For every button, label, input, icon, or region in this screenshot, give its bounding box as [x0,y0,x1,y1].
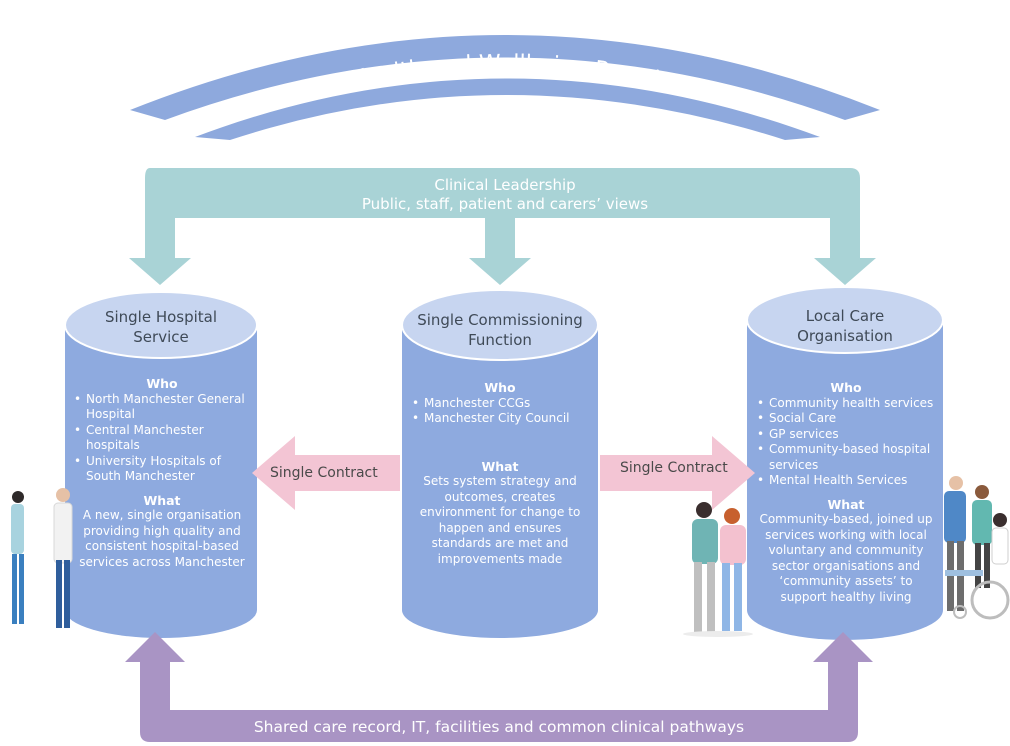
left-contract-label: Single Contract [270,465,378,481]
left-contract-arrow [252,436,400,510]
commissioning-content: Who Manchester CCGs Manchester City Coun… [410,380,590,567]
commissioning-what-text: Sets system strategy and outcomes, creat… [419,474,581,566]
people-left-illustration [11,488,73,628]
commissioning-title-line1: Single Commissioning [417,311,583,329]
list-item: North Manchester General Hospital [74,392,252,423]
list-item: Mental Health Services [757,473,937,489]
hospital-who-list: North Manchester General Hospital Centra… [72,392,252,485]
partnership-arc [130,35,880,120]
list-item: University Hospitals of South Manchester [74,454,252,485]
local-care-title: Local Care Organisation [765,306,925,346]
people-middle-illustration [683,502,753,637]
list-item: Manchester CCGs [412,396,590,412]
right-contract-label: Single Contract [620,460,728,476]
hospital-who-heading: Who [146,376,178,391]
local-care-what-text: Community-based, joined up services work… [759,512,933,604]
list-item: Community health services [757,396,937,412]
hospital-title-line2: Service [133,328,189,346]
local-care-content: Who Community health services Social Car… [755,380,937,605]
leadership-arrow [129,168,876,285]
shared-care-arrow [125,632,873,742]
leadership-line2: Public, staff, patient and carers’ views [361,195,649,213]
hospital-title-line1: Single Hospital [104,308,218,326]
local-care-title-line2: Organisation [797,327,893,345]
list-item: Central Manchester hospitals [74,423,252,454]
hospital-what-text: A new, single organisation providing hig… [79,508,245,569]
local-care-who-list: Community health services Social Care GP… [755,396,937,489]
list-item: Community-based hospital services [757,442,937,473]
list-item: GP services [757,427,937,443]
local-care-title-line1: Local Care [805,307,885,325]
hospital-what-heading: What [143,492,181,508]
local-care-who-heading: Who [830,380,862,395]
shared-care-label: Shared care record, IT, facilities and c… [253,718,745,736]
people-right-illustration [944,476,1010,620]
hospital-content: Who North Manchester General Hospital Ce… [72,376,252,570]
wellbeing-board-arc [195,78,820,140]
list-item: Manchester City Council [412,411,590,427]
commissioning-title: Single Commissioning Function [405,310,595,350]
local-care-what-heading: What [827,496,865,512]
commissioning-who-heading: Who [484,380,516,395]
commissioning-title-line2: Function [468,331,532,349]
hospital-title: Single Hospital Service [81,307,241,347]
commissioning-who-list: Manchester CCGs Manchester City Council [410,396,590,427]
right-contract-arrow [600,436,755,510]
leadership-label: Clinical Leadership Public, staff, patie… [255,176,755,214]
list-item: Social Care [757,411,937,427]
commissioning-what-heading: What [481,458,519,474]
leadership-line1: Clinical Leadership [434,176,576,194]
